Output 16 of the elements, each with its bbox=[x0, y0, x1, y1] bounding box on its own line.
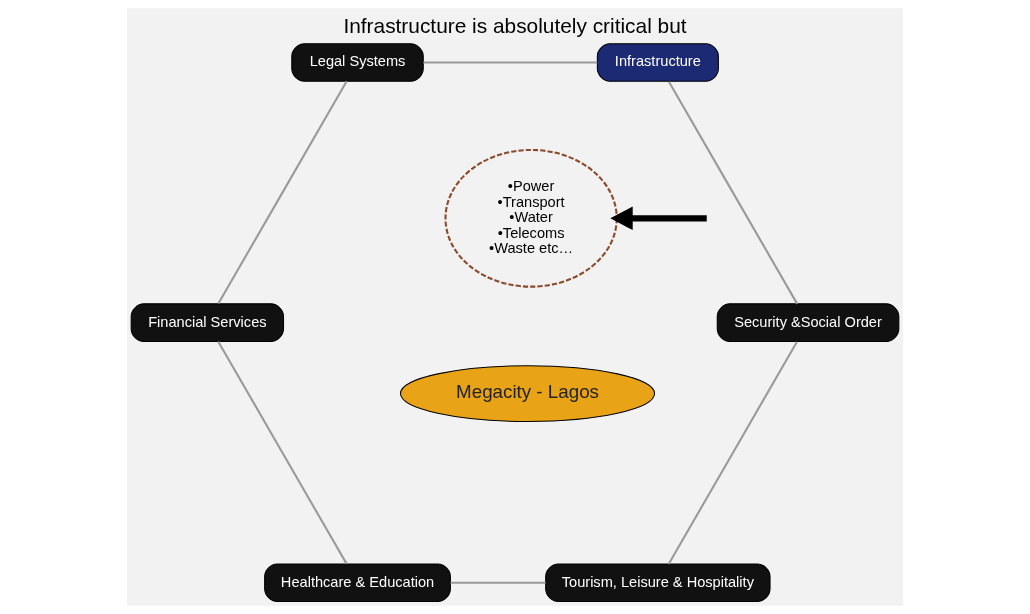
connector bbox=[668, 81, 799, 305]
node-box: Infrastructure bbox=[596, 43, 719, 82]
node-box: Legal Systems bbox=[291, 43, 424, 82]
node-box: Security &Social Order bbox=[716, 303, 900, 342]
arrow bbox=[610, 206, 707, 231]
node-ellipse: •Power •Transport •Water •Telecoms •Waste etc… bbox=[444, 148, 618, 288]
connector bbox=[217, 80, 348, 305]
connector bbox=[423, 61, 598, 64]
node-box: Healthcare & Education bbox=[264, 563, 451, 603]
diagram-title: Infrastructure is absolutely critical but bbox=[343, 14, 687, 38]
node-box: Financial Services bbox=[130, 303, 285, 342]
connector bbox=[450, 581, 546, 584]
connector bbox=[667, 341, 798, 565]
connector bbox=[217, 340, 348, 565]
node-box: Tourism, Leisure & Hospitality bbox=[545, 563, 771, 603]
node-ellipse: Megacity - Lagos bbox=[399, 365, 656, 423]
